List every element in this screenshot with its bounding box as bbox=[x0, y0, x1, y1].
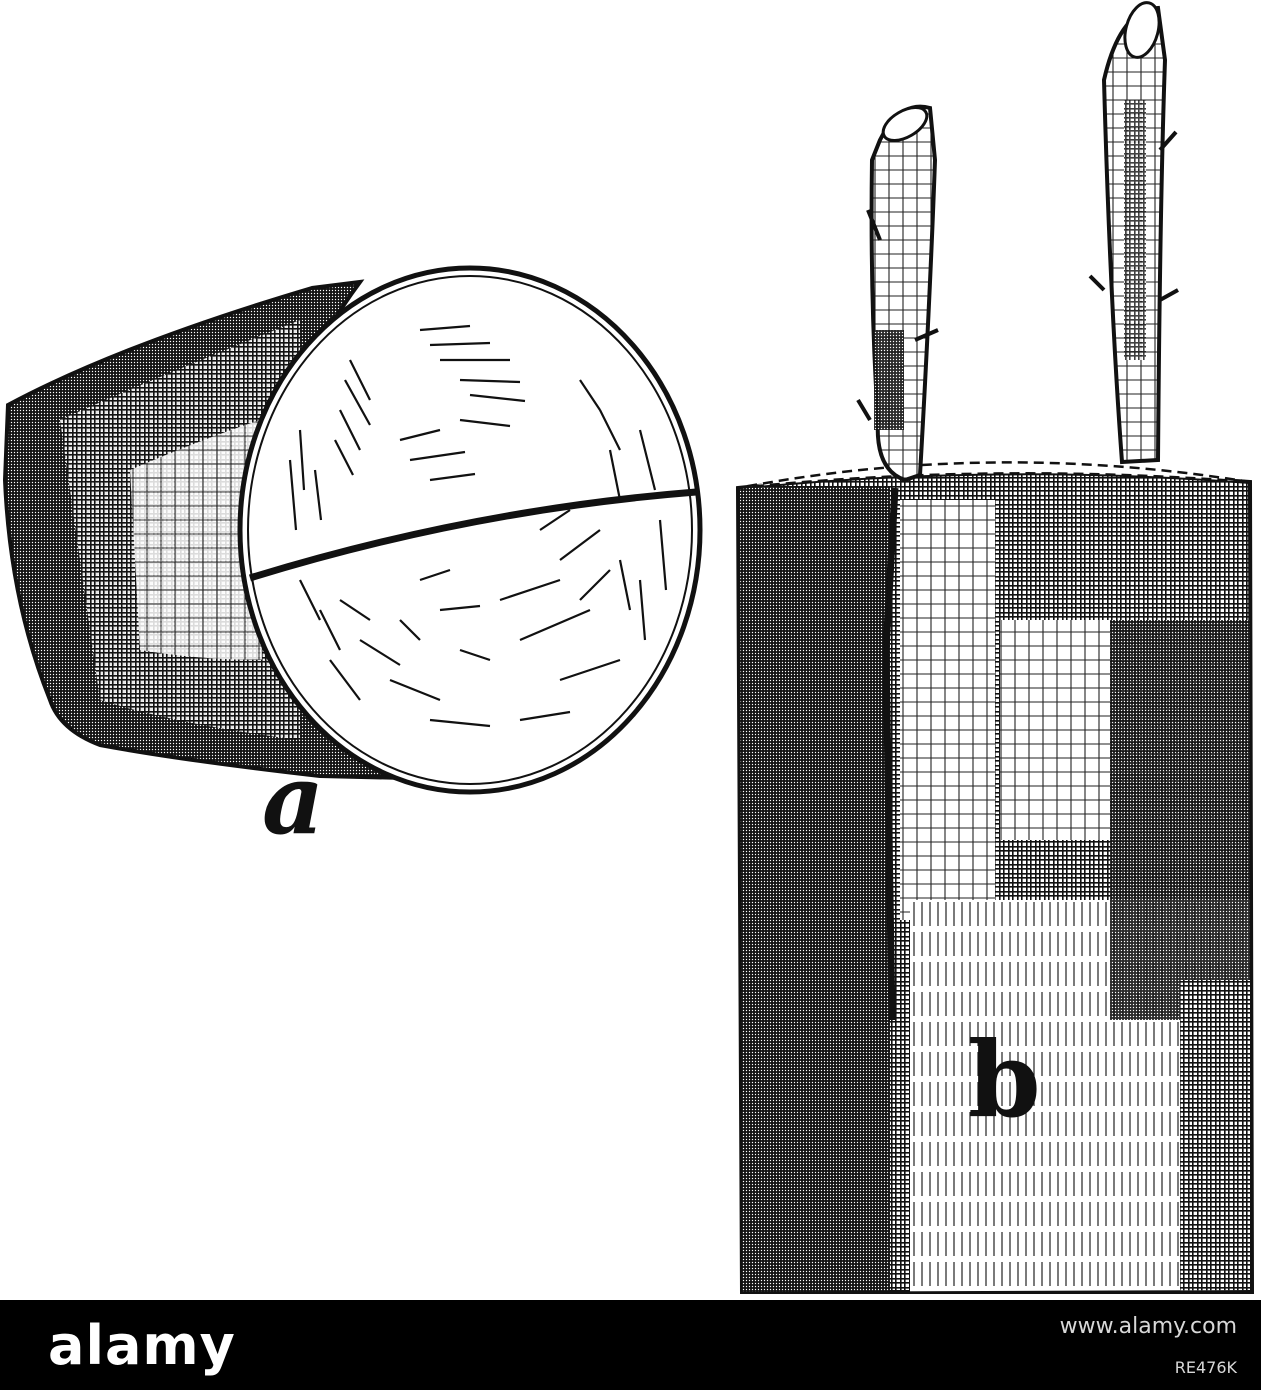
stock-vertical-cleft bbox=[882, 487, 899, 1021]
figure-label-b: b bbox=[968, 1018, 1041, 1141]
figure-a-stock bbox=[2, 265, 703, 795]
grafting-illustration bbox=[2, 1, 1255, 1294]
scion-left bbox=[856, 104, 939, 483]
growth-rings bbox=[288, 324, 668, 728]
illustration-canvas: a b bbox=[2, 1, 1255, 1294]
figure-b-stock bbox=[735, 461, 1255, 1294]
stock-image-id: RE476K bbox=[1174, 1358, 1237, 1377]
stock-cleft bbox=[248, 488, 697, 582]
site-url: www.alamy.com bbox=[1059, 1314, 1237, 1339]
brand-logo: alamy bbox=[48, 1314, 236, 1377]
figure-label-a: a bbox=[262, 743, 325, 856]
watermark-banner: alamy www.alamy.com RE476K bbox=[0, 1300, 1261, 1390]
scion-right bbox=[1088, 1, 1179, 465]
stock-cut-face bbox=[237, 265, 703, 795]
